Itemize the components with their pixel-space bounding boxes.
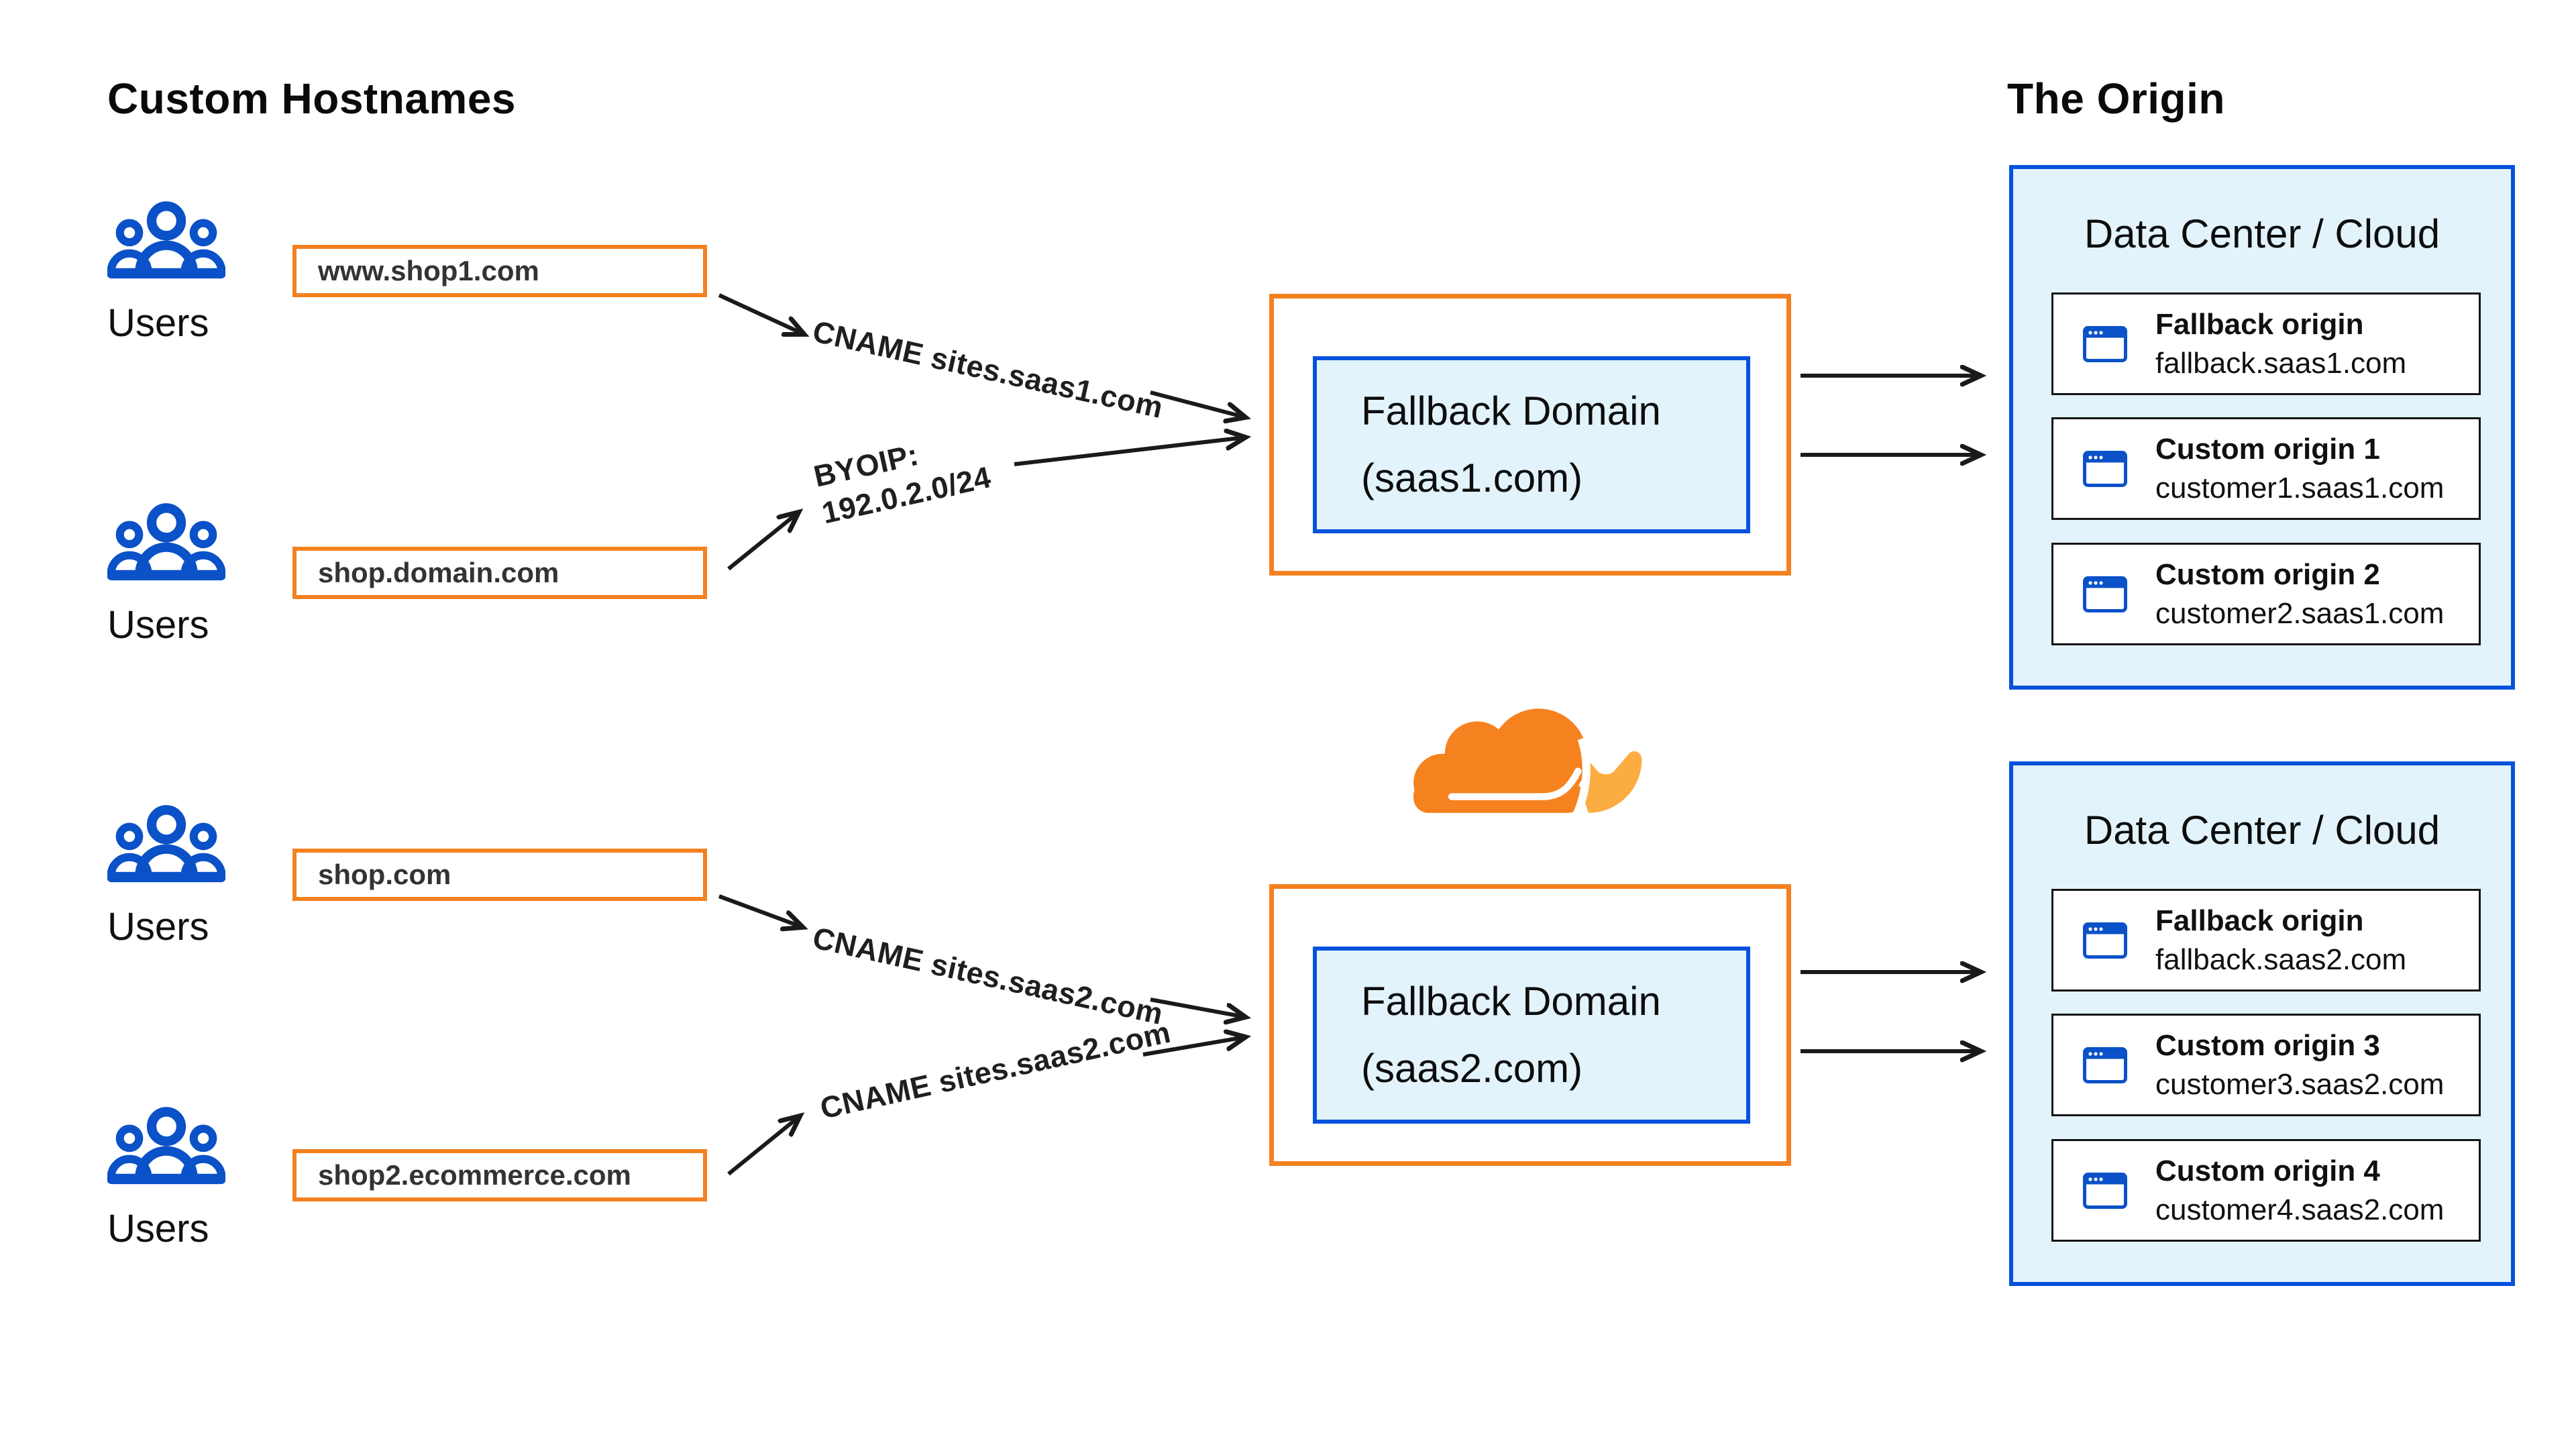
users-label: Users [107,603,209,647]
fallback-domain-line2: (saas2.com) [1361,1046,1583,1091]
origin-name: Custom origin 1 [2155,432,2380,466]
origin-host: fallback.saas1.com [2155,346,2407,380]
origin-name: Custom origin 4 [2155,1154,2380,1187]
datacenter-title: Data Center / Cloud [2084,808,2440,853]
datacenter-box-1: Data Center / Cloud Fallback origin fall… [2009,165,2515,690]
origin-card-custom3: Custom origin 3 customer3.saas2.com [2051,1014,2481,1116]
arrow-shop1-to-cname1 [718,293,804,334]
users-label: Users [107,905,209,949]
origin-card-fallback-saas2: Fallback origin fallback.saas2.com [2051,889,2481,991]
browser-window-icon [2083,325,2127,362]
users-icon [107,502,225,584]
origin-card-custom4: Custom origin 4 customer4.saas2.com [2051,1139,2481,1242]
hostname-box-shop-domain: shop.domain.com [292,547,707,599]
origin-card-fallback-saas1: Fallback origin fallback.saas1.com [2051,292,2481,395]
arrow-cname2b-to-fallback2 [1142,1037,1245,1057]
origin-name: Fallback origin [2155,904,2364,937]
origin-card-custom1: Custom origin 1 customer1.saas1.com [2051,417,2481,520]
fallback-domain-line2: (saas1.com) [1361,455,1583,500]
datacenter-title: Data Center / Cloud [2084,211,2440,256]
cloudflare-logo-icon [1405,698,1660,828]
the-origin-title: The Origin [2007,74,2225,123]
origin-host: fallback.saas2.com [2155,943,2407,976]
origin-card-custom2: Custom origin 2 customer2.saas1.com [2051,543,2481,645]
users-label: Users [107,301,209,345]
browser-window-icon [2083,1046,2127,1083]
users-label: Users [107,1207,209,1250]
browser-window-icon [2083,922,2127,959]
origin-host: customer1.saas1.com [2155,471,2445,504]
arrow-shop2-to-cname2b [727,1116,800,1176]
origin-name: Custom origin 2 [2155,557,2380,591]
origin-name: Custom origin 3 [2155,1028,2380,1062]
users-icon [107,1106,225,1187]
arrow-byoip-to-fallback1 [1014,437,1245,466]
fallback-zone-saas1: Fallback Domain (saas1.com) [1269,294,1791,576]
hostname-box-shop2-ecommerce: shop2.ecommerce.com [292,1149,707,1201]
arrow-shopdomain-to-byoip [727,513,798,571]
hostname-text: www.shop1.com [318,255,539,286]
users-icon [107,804,225,885]
origin-host: customer4.saas2.com [2155,1193,2445,1226]
fallback-zone-saas2: Fallback Domain (saas2.com) [1269,884,1791,1166]
origin-name: Fallback origin [2155,307,2364,341]
arrow-shopcom-to-cname2a [718,894,802,927]
hostname-text: shop.domain.com [318,557,559,588]
hostname-text: shop2.ecommerce.com [318,1159,631,1191]
users-icon [107,200,225,282]
fallback-domain-saas1: Fallback Domain (saas1.com) [1313,356,1750,533]
fallback-domain-saas2: Fallback Domain (saas2.com) [1313,947,1750,1124]
browser-window-icon [2083,450,2127,487]
hostname-box-shop1: www.shop1.com [292,245,707,297]
browser-window-icon [2083,1172,2127,1209]
origin-host: customer2.saas1.com [2155,596,2445,630]
custom-hostnames-title: Custom Hostnames [107,74,516,123]
browser-window-icon [2083,576,2127,612]
fallback-domain-line1: Fallback Domain [1361,388,1661,433]
arrow-cname1-to-fallback1 [1150,390,1245,417]
datacenter-box-2: Data Center / Cloud Fallback origin fall… [2009,761,2515,1286]
origin-host: customer3.saas2.com [2155,1067,2445,1101]
arrow-cname2a-to-fallback2 [1150,998,1245,1017]
hostname-box-shop-com: shop.com [292,849,707,901]
hostname-text: shop.com [318,859,451,890]
fallback-domain-line1: Fallback Domain [1361,979,1661,1024]
